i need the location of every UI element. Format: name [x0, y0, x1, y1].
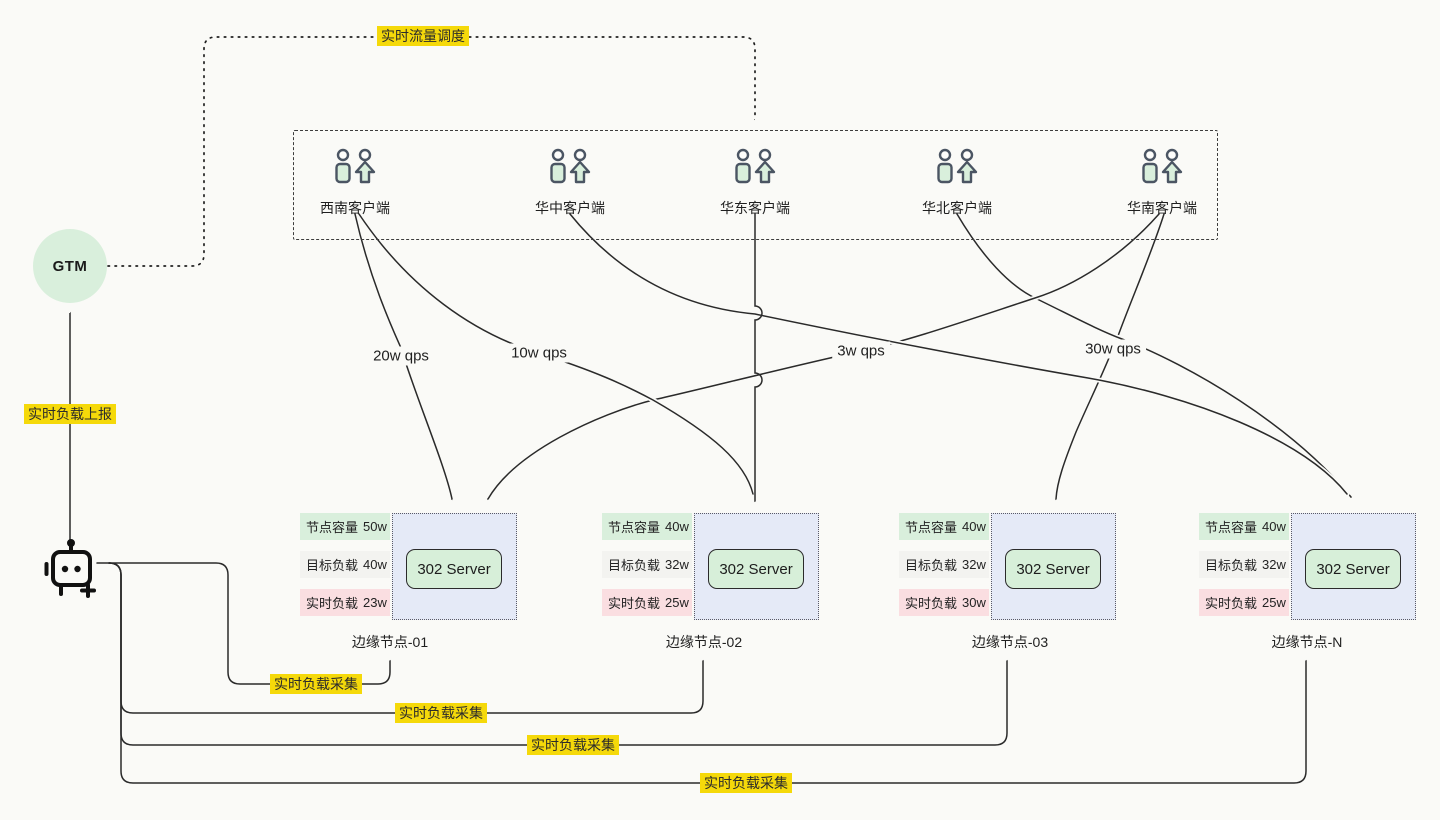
flow-huabei-nodeN [956, 213, 1351, 497]
client-huazhong: 华中客户端 [510, 148, 630, 218]
wire-collect-nodeN [108, 562, 1306, 784]
server-302: 302 Server [1005, 549, 1101, 589]
server-pool: 302 Server [991, 513, 1116, 620]
users-icon [550, 148, 591, 184]
users-icon [335, 148, 376, 184]
edge-node-N-label: 边缘节点-N [1271, 634, 1343, 650]
flow-huanan-node01 [488, 213, 1160, 499]
qps-label-10w: 10w qps [506, 343, 572, 363]
flow-xinan-node02 [358, 213, 754, 495]
server-302: 302 Server [1305, 549, 1401, 589]
collect-tag-1: 实时负载采集 [270, 674, 362, 694]
users-icon [1142, 148, 1183, 184]
client-label: 华南客户端 [1127, 200, 1197, 216]
flow-huadong-node02 [755, 213, 763, 501]
wire-collect-node01 [96, 562, 390, 685]
collect-tag-3: 实时负载采集 [527, 735, 619, 755]
client-huanan: 华南客户端 [1102, 148, 1222, 218]
flow-huanan-node03 [1056, 213, 1165, 499]
collect-tag-4: 实时负载采集 [700, 773, 792, 793]
gtm-label: GTM [52, 257, 88, 275]
report-tag: 实时负载上报 [24, 404, 116, 424]
client-label: 华北客户端 [922, 200, 992, 216]
server-302: 302 Server [708, 549, 804, 589]
robot-icon [44, 539, 96, 598]
users-icon [735, 148, 776, 184]
server-302: 302 Server [406, 549, 502, 589]
client-huadong: 华东客户端 [695, 148, 815, 218]
server-pool: 302 Server [1291, 513, 1416, 620]
server-pool: 302 Server [392, 513, 517, 620]
gtm-node: GTM [33, 229, 107, 303]
wire-collect-node03 [108, 562, 1007, 746]
client-huabei: 华北客户端 [897, 148, 1017, 218]
client-label: 西南客户端 [320, 200, 390, 216]
server-pool: 302 Server [694, 513, 819, 620]
edge-node-01-label: 边缘节点-01 [351, 634, 429, 650]
collect-tag-2: 实时负载采集 [395, 703, 487, 723]
flow-huazhong-nodeN [569, 213, 1348, 495]
client-label: 华东客户端 [720, 200, 790, 216]
qps-label-3w: 3w qps [832, 341, 890, 361]
qps-label-30w: 30w qps [1080, 339, 1146, 359]
qps-label-20w: 20w qps [368, 346, 434, 366]
clients-container [293, 130, 1218, 240]
edge-node-02-label: 边缘节点-02 [665, 634, 743, 650]
client-xinan: 西南客户端 [295, 148, 415, 218]
users-icon [937, 148, 978, 184]
edge-node-03-label: 边缘节点-03 [971, 634, 1049, 650]
client-label: 华中客户端 [535, 200, 605, 216]
wire-gtm-dispatch [107, 36, 756, 267]
dispatch-tag: 实时流量调度 [377, 26, 469, 46]
